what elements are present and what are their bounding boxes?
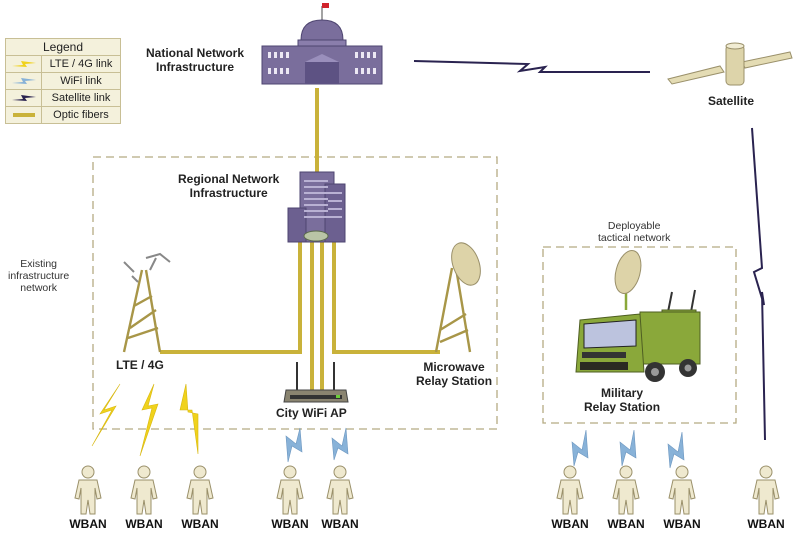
wban-label: WBAN <box>551 517 589 531</box>
national-building-icon <box>261 3 383 85</box>
satellite-link-wban <box>751 127 766 441</box>
microwave-label-line2: Relay Station <box>416 374 493 388</box>
wban-label: WBAN <box>663 517 701 531</box>
lte-links <box>91 383 199 457</box>
tactical-label-line2: tactical network <box>598 232 671 244</box>
existing-label-line2: infrastructure <box>8 270 70 282</box>
person-icon <box>276 465 304 515</box>
satellite-link-national <box>413 60 650 73</box>
existing-label-line3: network <box>20 282 58 294</box>
person-icon <box>612 465 640 515</box>
wifi-router-icon <box>283 362 349 403</box>
wban-label: WBAN <box>607 517 645 531</box>
military-truck-icon <box>575 250 701 382</box>
legend-row-satellite: Satellite link <box>6 90 120 107</box>
legend-row-lte: LTE / 4G link <box>6 56 120 73</box>
wifi-link-3 <box>571 429 589 467</box>
existing-infrastructure-label: Existing infrastructure network <box>8 258 69 294</box>
wban-label: WBAN <box>125 517 163 531</box>
wifi-links <box>285 427 685 469</box>
fiber-regional-microwave <box>332 240 440 354</box>
person-icon <box>752 465 780 515</box>
optic-fiber-icon <box>12 113 35 117</box>
wban-persons <box>74 465 780 515</box>
satellite-link-icon <box>11 95 36 101</box>
person-icon <box>74 465 102 515</box>
person-icon <box>130 465 158 515</box>
satellite-icon <box>667 42 793 86</box>
legend-row-wifi: WiFi link <box>6 73 120 90</box>
person-icon <box>186 465 214 515</box>
wban-label: WBAN <box>747 517 785 531</box>
optic-fibers <box>160 88 440 392</box>
satellite-links <box>413 60 766 441</box>
lte-link-icon <box>11 61 36 67</box>
national-label-line2: Infrastructure <box>155 60 235 74</box>
person-icon <box>668 465 696 515</box>
existing-label-line1: Existing <box>20 258 58 270</box>
tactical-label-line1: Deployable <box>607 220 661 232</box>
microwave-tower-icon <box>434 242 481 353</box>
lte-link-3 <box>179 383 199 455</box>
microwave-relay-label: Microwave Relay Station <box>416 360 492 388</box>
wban-label: WBAN <box>69 517 107 531</box>
wifi-link-5 <box>667 431 685 469</box>
national-label-line1: National Network <box>146 46 245 60</box>
regional-label-line1: Regional Network <box>178 172 280 186</box>
wifi-link-1 <box>285 427 303 463</box>
wifi-link-2 <box>331 427 349 461</box>
wban-label: WBAN <box>271 517 309 531</box>
wban-label: WBAN <box>321 517 359 531</box>
military-label-line2: Relay Station <box>584 400 661 414</box>
person-icon <box>326 465 354 515</box>
regional-building-icon <box>287 171 346 243</box>
microwave-label-line1: Microwave <box>423 360 485 374</box>
wifi-link-icon <box>11 78 36 84</box>
fiber-regional-lte <box>160 240 302 354</box>
lte-link-2 <box>139 383 159 457</box>
legend-label: WiFi link <box>60 75 102 87</box>
military-relay-label: Military Relay Station <box>584 386 660 414</box>
military-label-line1: Military <box>601 386 644 400</box>
existing-infrastructure-box <box>92 156 498 430</box>
tactical-network-box <box>542 246 737 424</box>
lte-4g-label: LTE / 4G <box>116 358 164 372</box>
satellite-label: Satellite <box>708 94 755 108</box>
wifi-link-4 <box>619 429 637 467</box>
lte-link-1 <box>91 383 121 447</box>
regional-label-line2: Infrastructure <box>189 186 268 200</box>
wban-label: WBAN <box>181 517 219 531</box>
legend-label: Optic fibers <box>53 109 109 121</box>
legend-row-optic: Optic fibers <box>6 107 120 123</box>
tactical-network-label: Deployable tactical network <box>598 220 670 244</box>
city-wifi-ap-label: City WiFi AP <box>276 406 347 420</box>
legend-label: Satellite link <box>51 92 111 104</box>
lte-tower-icon <box>122 252 171 353</box>
person-icon <box>556 465 584 515</box>
legend: Legend LTE / 4G link WiFi link Satellite… <box>5 38 121 124</box>
legend-label: LTE / 4G link <box>49 58 113 70</box>
national-network-label: National Network Infrastructure <box>146 46 244 74</box>
regional-network-label: Regional Network Infrastructure <box>178 172 279 200</box>
legend-title: Legend <box>6 39 120 56</box>
